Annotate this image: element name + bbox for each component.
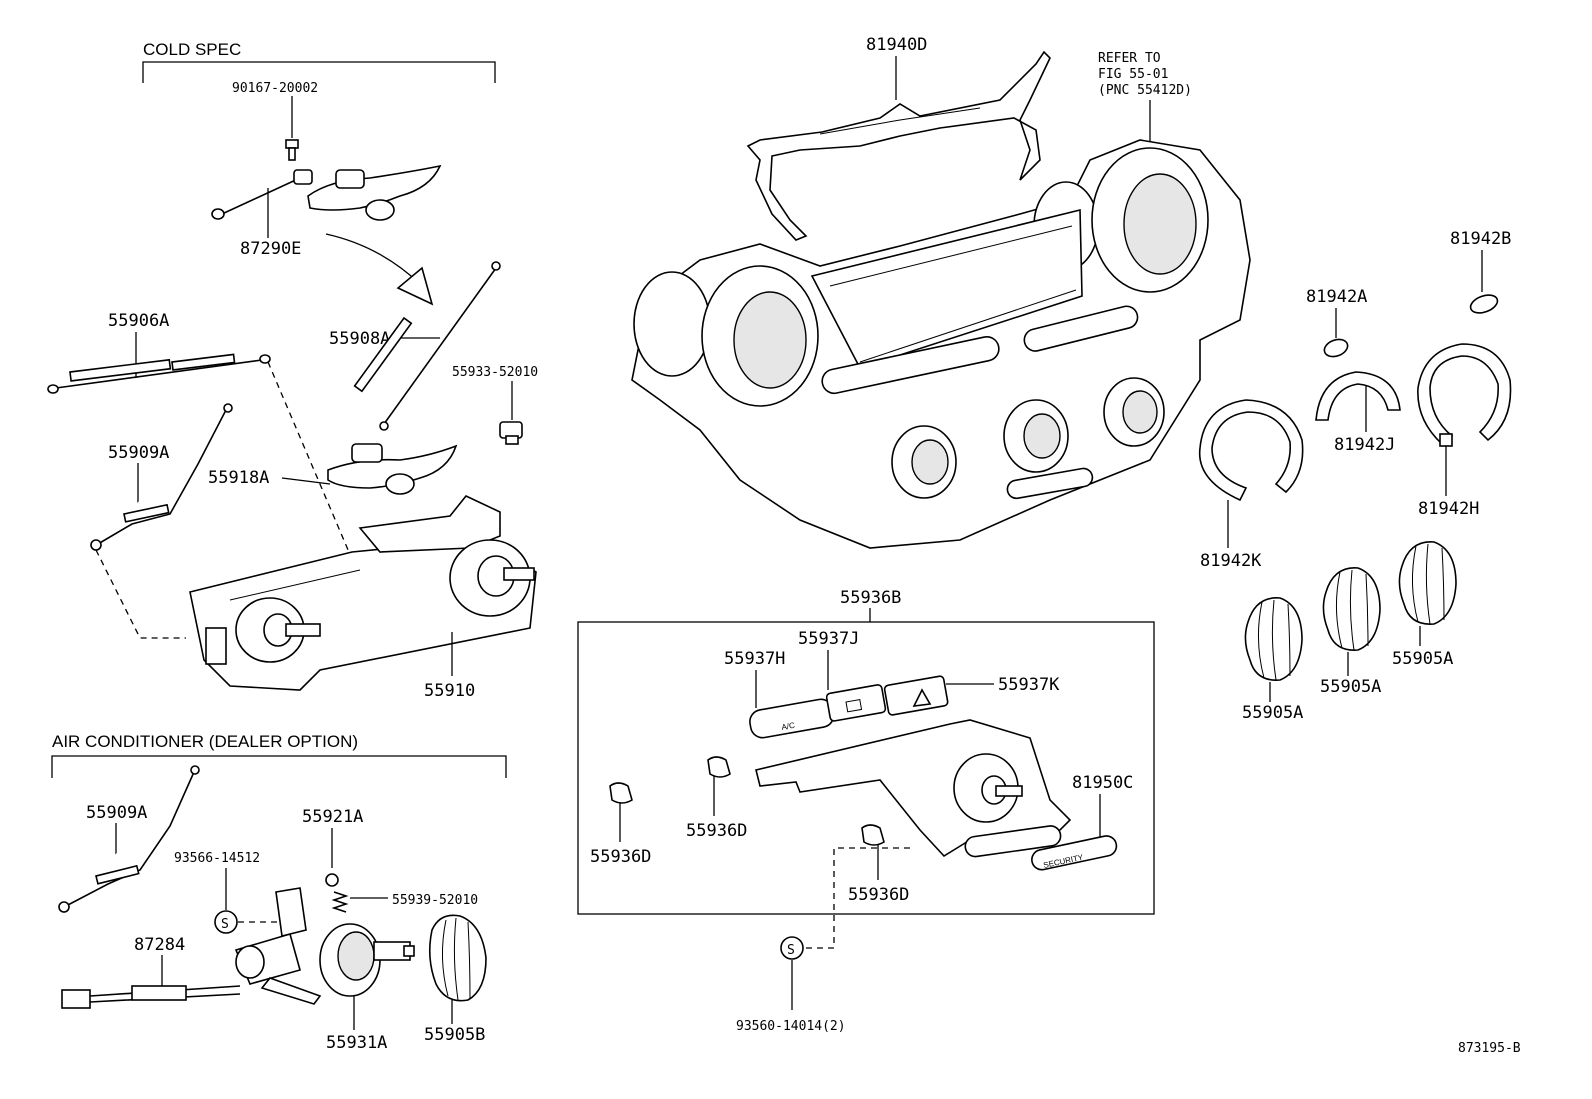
part-label-81942B[interactable]: 81942B: [1450, 229, 1511, 249]
cable-55908A: [353, 261, 501, 431]
part-label-87284[interactable]: 87284: [134, 935, 185, 955]
center-panel-section: 81940D REFER TO FIG 55-01 (PNC 55412D): [631, 35, 1251, 549]
plug-55936D-c: [861, 824, 885, 846]
part-label-55937K[interactable]: 55937K: [998, 675, 1060, 695]
part-label-55933-52010[interactable]: 55933-52010: [452, 365, 538, 380]
switch-assembly-box: [577, 621, 1155, 915]
dash-panel: [631, 139, 1251, 549]
control-body-55910: [189, 495, 537, 691]
screw-symbol-icon: S: [214, 910, 238, 934]
cable-55909A-ac: [58, 765, 200, 913]
part-label-55905A-c[interactable]: 55905A: [1392, 649, 1453, 669]
lever-55918A: [327, 443, 458, 495]
switch-panel-base: [755, 719, 1072, 858]
reference-note-line2: FIG 55-01: [1098, 67, 1168, 82]
knob-55905A-c: [1398, 541, 1457, 625]
bracket-81940D: [746, 50, 1051, 241]
ac-section-bracket: [51, 755, 507, 778]
switch-assembly-section: 55936B 55937J 55937H 55937K A/C: [577, 588, 1155, 1034]
dashed-line: [95, 549, 186, 639]
cold-spec-section: COLD SPEC 90167-20002 87290E: [142, 40, 496, 306]
part-label-93560-14014[interactable]: 93560-14014(2): [736, 1019, 846, 1034]
clip-part: [499, 421, 523, 445]
part-label-55937H[interactable]: 55937H: [724, 649, 785, 669]
part-label-55936D-b[interactable]: 55936D: [686, 821, 747, 841]
part-label-55908A[interactable]: 55908A: [329, 329, 390, 349]
cold-spec-title: COLD SPEC: [143, 40, 241, 59]
part-label-55939-52010[interactable]: 55939-52010: [392, 893, 478, 908]
cable-55906A: [47, 353, 271, 394]
ring-81942A: [1323, 338, 1349, 358]
part-label-81942K[interactable]: 81942K: [1200, 551, 1262, 571]
hazard-triangle-icon: [912, 688, 932, 707]
spring-part: [331, 891, 349, 913]
part-label-81942H[interactable]: 81942H: [1418, 499, 1479, 519]
part-label-90167-20002[interactable]: 90167-20002: [232, 81, 318, 96]
dial-plate-81942J: [1315, 371, 1401, 421]
part-label-81940D[interactable]: 81940D: [866, 35, 927, 55]
cable-55909A-top: [90, 403, 233, 551]
part-label-55936B[interactable]: 55936B: [840, 588, 901, 608]
part-label-81942J[interactable]: 81942J: [1334, 435, 1395, 455]
plug-55936D-b: [707, 756, 731, 778]
knob-55905B: [428, 914, 487, 1002]
part-label-55936D-a[interactable]: 55936D: [590, 847, 651, 867]
part-label-55906A[interactable]: 55906A: [108, 311, 169, 331]
knob-55905A-b: [1322, 567, 1381, 651]
part-label-55909A-ac[interactable]: 55909A: [86, 803, 147, 823]
part-label-55905A-a[interactable]: 55905A: [1242, 703, 1303, 723]
knob-55905A-a: [1244, 597, 1303, 681]
switch-ac-button: A/C: [749, 698, 835, 739]
ac-label: A/C: [781, 721, 796, 732]
knob-body-55931A: [319, 923, 415, 997]
screw-symbol-text: S: [787, 943, 795, 958]
cable-87290E: [211, 169, 313, 220]
bolt-part: [285, 139, 299, 161]
cold-spec-bracket: [142, 61, 496, 83]
ball-part: [325, 873, 339, 887]
part-label-55921A[interactable]: 55921A: [302, 807, 363, 827]
part-label-81942A[interactable]: 81942A: [1306, 287, 1367, 307]
part-label-55931A[interactable]: 55931A: [326, 1033, 387, 1053]
lever-top: [307, 164, 442, 221]
hazard-switch: [883, 675, 949, 716]
part-label-55905B[interactable]: 55905B: [424, 1025, 485, 1045]
dial-ring-81942K: [1198, 399, 1304, 502]
arrow-icon: [325, 233, 434, 306]
switch-87284: [61, 887, 322, 1009]
part-label-55905A-b[interactable]: 55905A: [1320, 677, 1381, 697]
part-label-55910[interactable]: 55910: [424, 681, 475, 701]
part-label-81950C[interactable]: 81950C: [1072, 773, 1133, 793]
right-parts-section: 81942B 81942A 81942J 81942H 81942K 55905…: [1198, 229, 1512, 723]
leader-line: [281, 477, 331, 485]
dial-ring-81942H: [1417, 343, 1512, 447]
part-label-55936D-c[interactable]: 55936D: [848, 885, 909, 905]
part-label-55918A[interactable]: 55918A: [208, 468, 269, 488]
dashed-line: [804, 847, 910, 949]
diagram-id: 873195-B: [1458, 1041, 1521, 1056]
ac-section-title: AIR CONDITIONER (DEALER OPTION): [52, 732, 358, 751]
reference-note-line3: (PNC 55412D): [1098, 83, 1192, 98]
reference-note-line1: REFER TO: [1098, 51, 1161, 66]
ring-81942B: [1469, 294, 1499, 314]
part-label-93566-14512[interactable]: 93566-14512: [174, 851, 260, 866]
screw-symbol-text: S: [221, 917, 229, 932]
switch-defog-button: [825, 684, 887, 722]
part-label-87290E[interactable]: 87290E: [240, 239, 301, 259]
plug-55936D-a: [609, 782, 633, 804]
air-conditioner-section: AIR CONDITIONER (DEALER OPTION) 55909A 9…: [51, 732, 507, 1053]
screw-symbol-icon: S: [780, 936, 804, 960]
control-assembly-section: 55906A 55908A 55933-52010 55909A: [47, 261, 538, 701]
part-label-55909A[interactable]: 55909A: [108, 443, 169, 463]
part-label-55937J[interactable]: 55937J: [798, 629, 859, 649]
